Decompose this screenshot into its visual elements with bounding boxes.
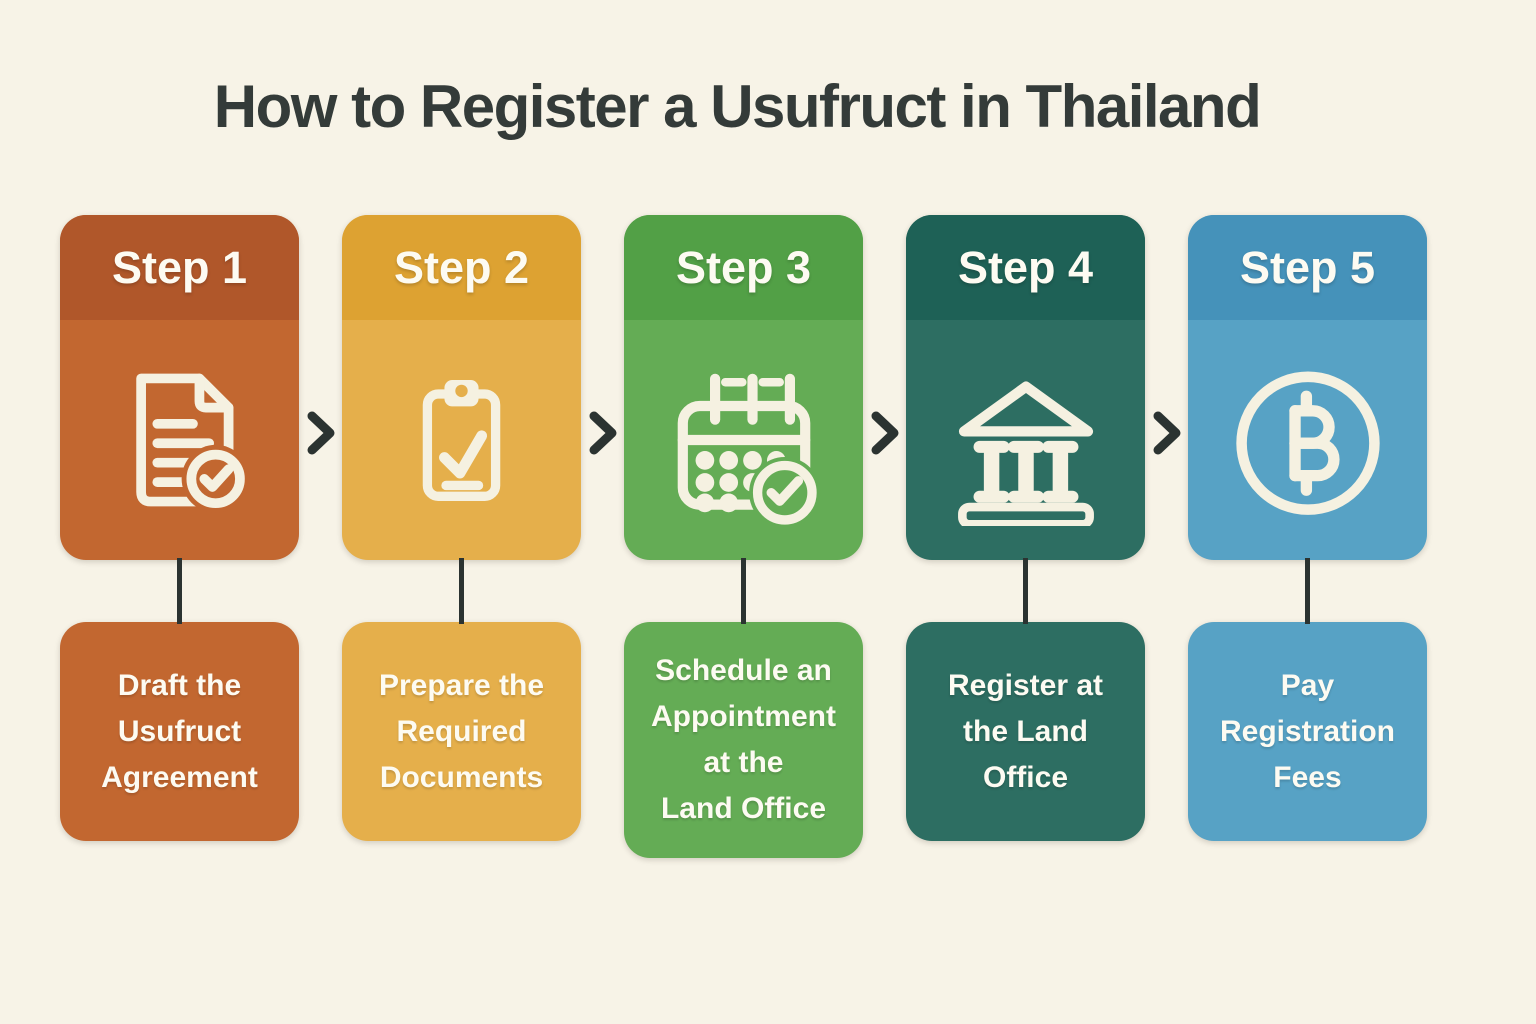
step-card-5: Step 5 [1188,215,1427,560]
step-header-3: Step 3 [624,215,863,320]
step-description: Prepare the Required Documents [378,668,545,794]
step-column-3: Step 3 [624,215,863,858]
calendar-check-icon [677,373,820,525]
step-card-3: Step 3 [624,215,863,560]
step-header-2: Step 2 [342,215,581,320]
step-description-card-4: Register at the Land Office [906,622,1145,841]
step-connector [1023,558,1028,624]
bank-building-icon [957,381,1094,526]
step-label: Step 4 [957,241,1094,293]
step-description: Schedule an Appointment at the Land Offi… [651,654,836,825]
step-header-1: Step 1 [60,215,299,320]
step-description: Draft the Usufruct Agreement [101,668,258,794]
chevron-right-icon [1153,411,1180,455]
step-description-card-3: Schedule an Appointment at the Land Offi… [624,622,863,858]
step-label: Step 3 [675,241,812,293]
step-description: Register at the Land Office [947,668,1104,794]
step-label: Step 1 [111,241,248,293]
step-connector [741,558,746,624]
step-description-card-2: Prepare the Required Documents [342,622,581,841]
chevron-right-icon [871,411,898,455]
step-connector [177,558,182,624]
chevron-right-icon [589,411,616,455]
step-header-5: Step 5 [1188,215,1427,320]
page-title: How to Register a Usufruct in Thailand [213,73,1262,140]
step-description-card-1: Draft the Usufruct Agreement [60,622,299,841]
step-description: Pay Registration Fees [1219,668,1396,794]
step-connector [459,558,464,624]
clipboard-check-icon [422,379,501,501]
step-column-5: Step 5 Pay Registration Fees [1188,215,1427,841]
step-column-1: Step 1 [60,215,299,841]
document-check-icon [135,373,250,513]
baht-coin-icon [1235,371,1380,515]
step-connector [1305,558,1310,624]
step-card-1: Step 1 [60,215,299,560]
step-card-4: Step 4 [906,215,1145,560]
step-description-card-5: Pay Registration Fees [1188,622,1427,841]
step-column-2: Step 2 Prepare the Required Documents [342,215,581,841]
step-label: Step 2 [393,241,530,293]
step-header-4: Step 4 [906,215,1145,320]
chevron-right-icon [307,411,334,455]
steps-row: Step 1 [60,215,1427,858]
step-label: Step 5 [1239,241,1376,293]
step-column-4: Step 4 [906,215,1145,841]
step-card-2: Step 2 [342,215,581,560]
